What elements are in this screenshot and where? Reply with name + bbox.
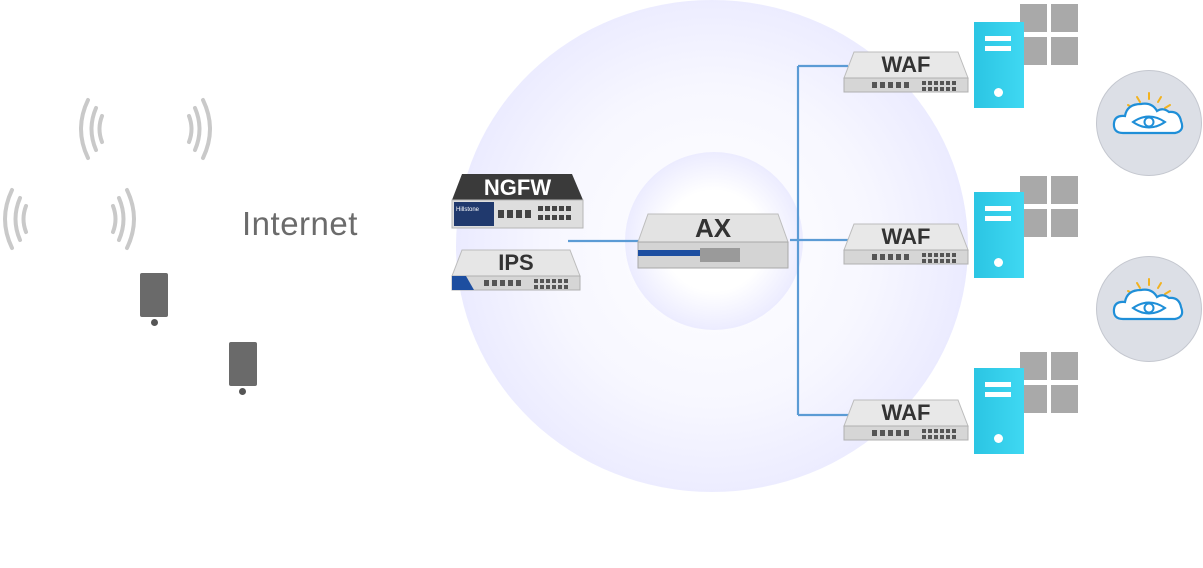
server-tower bbox=[974, 192, 1024, 278]
server-rack bbox=[1020, 176, 1078, 238]
cloud-eye-icon bbox=[1096, 70, 1202, 176]
waf-device-middle: WAF bbox=[842, 222, 970, 266]
ax-label: AX bbox=[694, 213, 732, 243]
server-icon bbox=[974, 4, 1082, 108]
ax-body bbox=[637, 213, 789, 269]
ngfw-label: NGFW bbox=[483, 175, 552, 200]
waf-body bbox=[843, 223, 969, 265]
waf-label: WAF bbox=[881, 224, 931, 249]
waf-label: WAF bbox=[881, 52, 931, 77]
cloud-eye-icon bbox=[1096, 256, 1202, 362]
wifi-signal-icon bbox=[79, 98, 212, 160]
server-icon bbox=[974, 352, 1082, 456]
server-rack bbox=[1020, 4, 1078, 66]
ips-device: IPS bbox=[450, 248, 582, 292]
waf-label: WAF bbox=[881, 400, 931, 425]
mobile-phone-icon bbox=[229, 342, 257, 386]
phone-dot bbox=[151, 319, 158, 326]
server-rack bbox=[1020, 352, 1078, 414]
ips-body bbox=[451, 249, 581, 291]
ngfw-body bbox=[451, 174, 584, 229]
server-icon bbox=[974, 176, 1082, 280]
waf-device-bottom: WAF bbox=[842, 398, 970, 442]
server-tower bbox=[974, 368, 1024, 454]
phone-dot bbox=[239, 388, 246, 395]
ngfw-device: NGFW Hillstone bbox=[450, 172, 585, 230]
ips-label: IPS bbox=[498, 250, 534, 275]
mobile-phone-icon bbox=[140, 273, 168, 317]
waf-body bbox=[843, 51, 969, 93]
waf-device-top: WAF bbox=[842, 50, 970, 94]
waf-body bbox=[843, 399, 969, 441]
server-tower bbox=[974, 22, 1024, 108]
cloud-eye-glyph bbox=[1112, 278, 1184, 321]
internet-label: Internet bbox=[242, 205, 358, 242]
ax-device: AX bbox=[636, 212, 790, 270]
cloud-eye-glyph bbox=[1112, 92, 1184, 135]
ngfw-brand: Hillstone bbox=[456, 207, 480, 213]
wifi-signal-icon bbox=[3, 188, 136, 250]
